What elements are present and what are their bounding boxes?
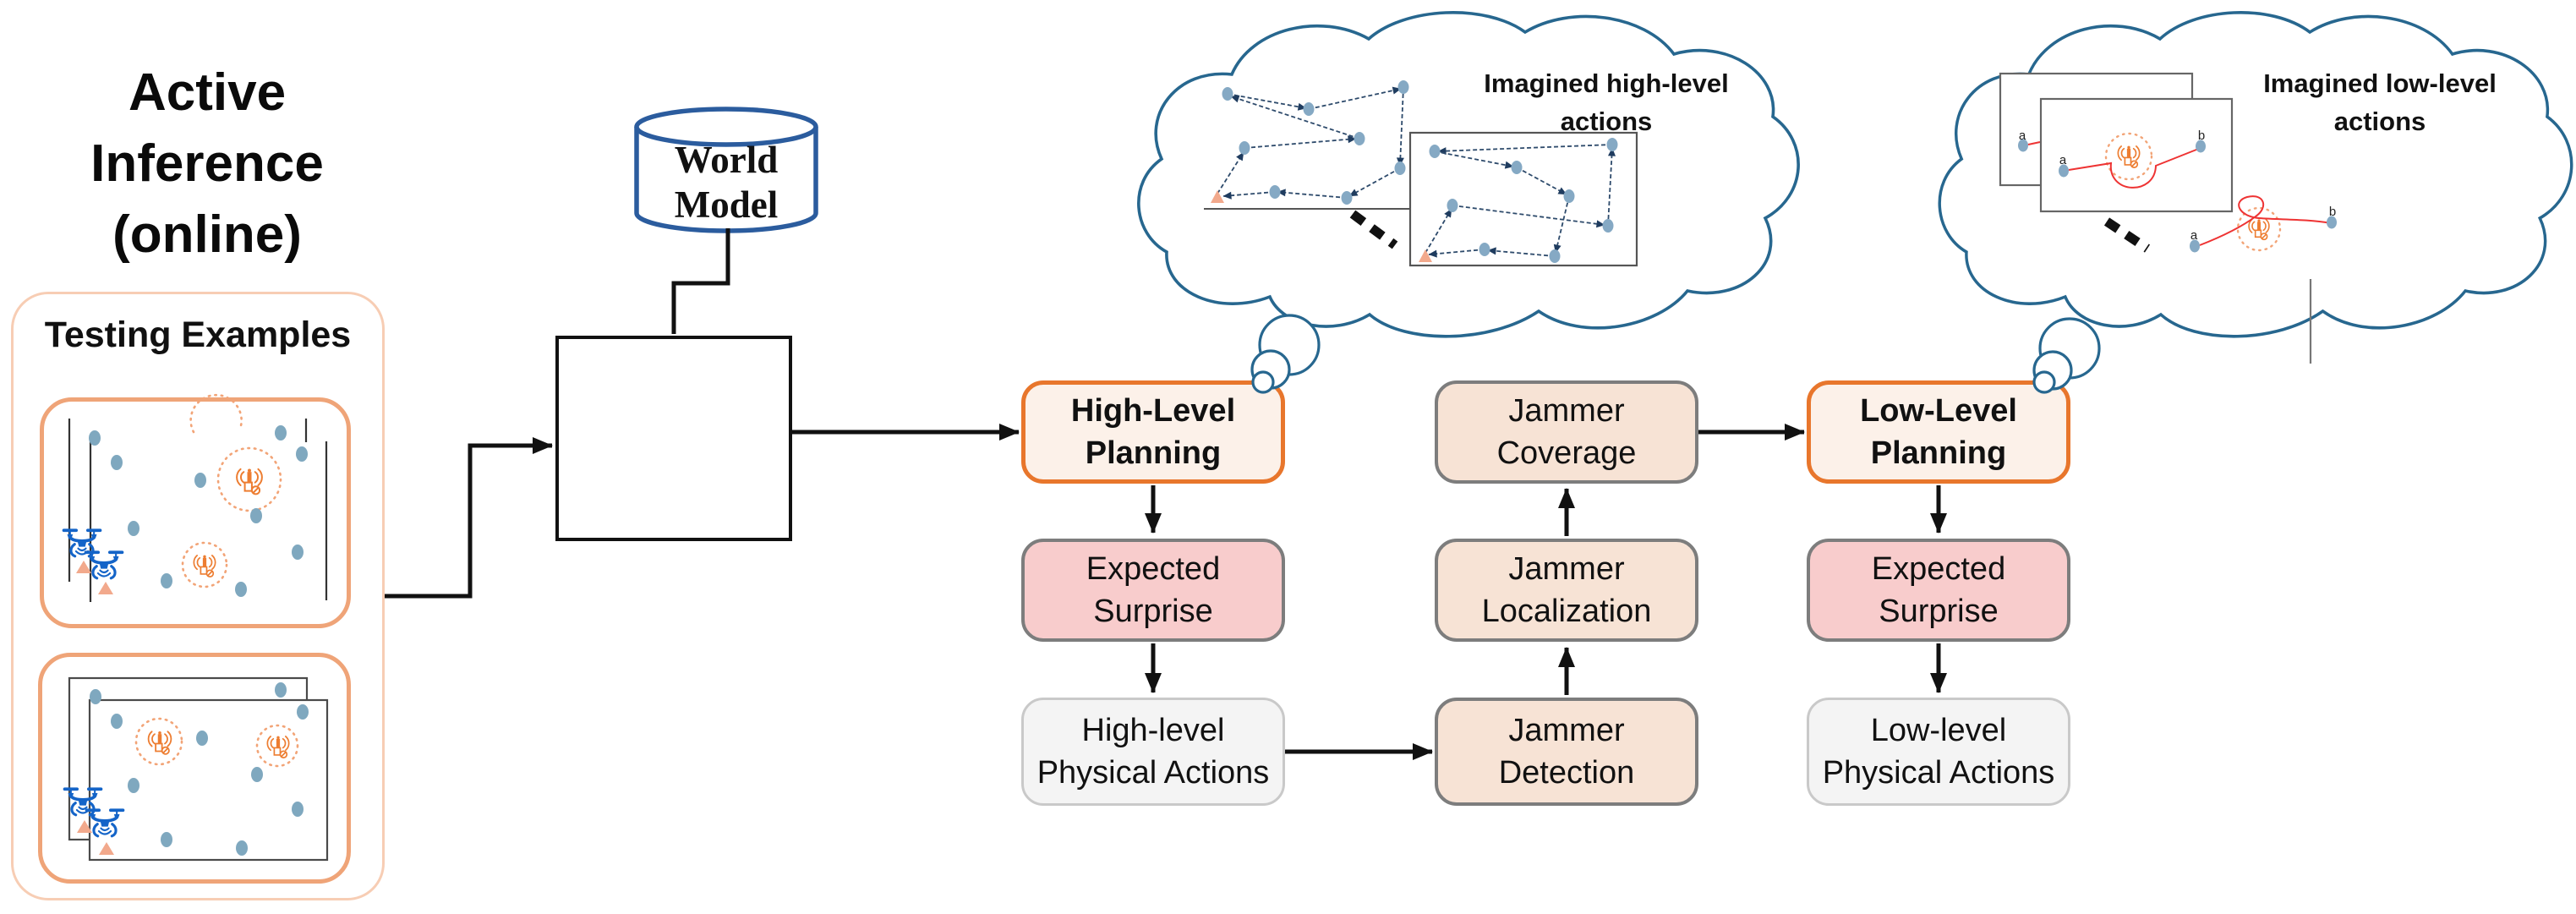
jammer-coverage-box: Jammer Coverage [1435,380,1698,484]
imagined-high-level-scene [1204,80,1638,267]
box-label: High-level Physical Actions [1036,713,1270,791]
connector-testing-to-drone [385,437,553,599]
expected-surprise-low-box: Expected Surprise [1807,539,2070,642]
start-triangle [1211,190,1224,203]
imagined-low-level-scene: a a b a b [1999,72,2337,364]
box-label: Low-level Physical Actions [1822,713,2055,791]
jammer-detection-box: Jammer Detection [1435,698,1698,806]
jammer-icon [236,468,263,495]
planned-path-detour [2068,147,2201,189]
jammer-localization-box: Jammer Localization [1435,539,1698,642]
box-label: Jammer Coverage [1496,393,1637,471]
high-level-physical-actions-box: High-level Physical Actions [1021,698,1285,806]
high-level-cloud-caption: Imagined high-level actions [1484,68,1729,136]
box-label: Jammer Localization [1481,551,1652,629]
world-model-label: World Model [674,139,779,226]
box-label: Expected Surprise [1871,551,2006,629]
jammer-range-circles [134,717,299,768]
low-level-cloud-caption: Imagined low-level actions [2263,68,2497,136]
high-level-planning-box: High-Level Planning [1021,380,1285,484]
box-label: Expected Surprise [1086,551,1221,629]
point-b-label: b [2198,129,2205,143]
point-a-label: a [2019,129,2026,143]
start-triangle [1419,249,1432,262]
obstacle-dots [90,682,309,856]
continuation-dashes [2103,217,2151,253]
point-a-label: a [2190,228,2198,243]
low-level-physical-actions-box: Low-level Physical Actions [1807,698,2070,806]
start-triangles [76,561,113,594]
continuation-dashes [1349,210,1398,249]
expected-surprise-high-box: Expected Surprise [1021,539,1285,642]
testing-example-scene-1 [60,393,328,602]
box-label: High-Level Planning [1070,393,1236,471]
start-triangles [77,820,114,855]
testing-example-scene-2 [61,676,329,862]
box-label: Low-Level Planning [1860,393,2017,471]
connector-worldmodel-to-drone [671,228,730,334]
low-level-planning-box: Low-Level Planning [1807,380,2070,484]
testing-examples-panel [11,292,385,900]
point-a-label: a [2059,153,2067,167]
drone-agent-box [555,336,792,541]
figure-title: Active Inference (online) [90,63,324,264]
obstacle-dots [89,425,308,597]
connector-lines [385,228,1947,760]
jammer-range-circles [181,393,282,588]
point-b-label: b [2329,205,2336,219]
planned-path-loop [2199,195,2332,246]
box-label: Jammer Detection [1498,713,1635,791]
testing-examples-title: Testing Examples [44,315,352,355]
jammer-icon [193,554,216,577]
